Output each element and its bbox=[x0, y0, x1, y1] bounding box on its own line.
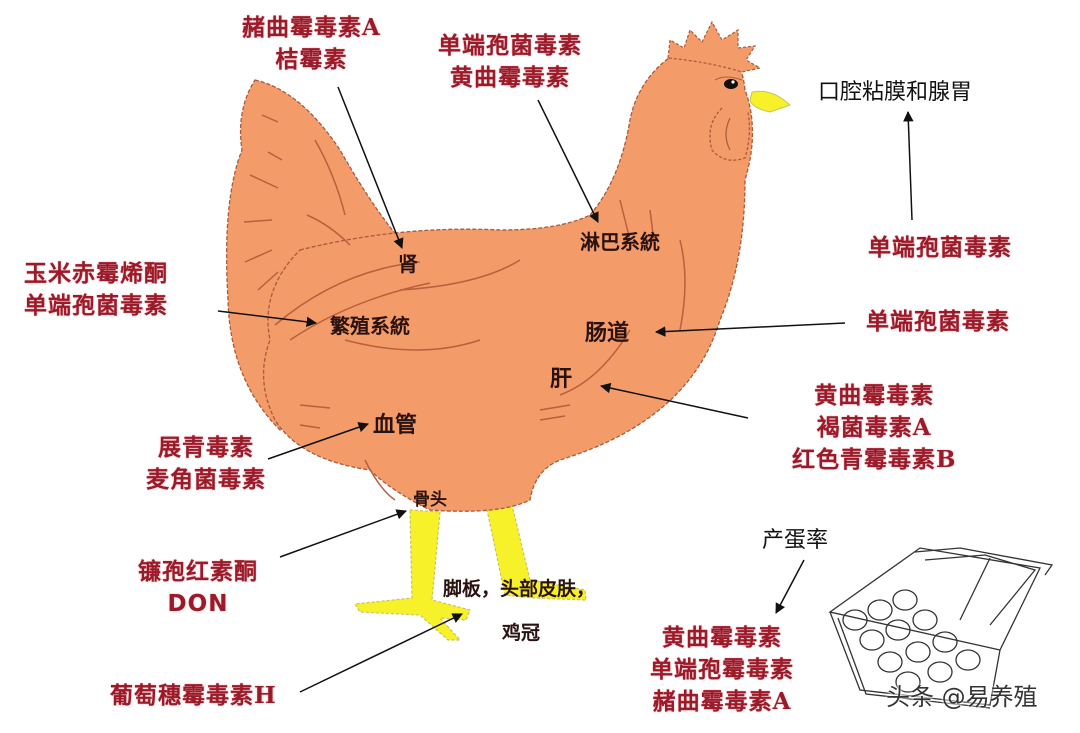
toxins-intestine: 单端孢菌毒素 bbox=[866, 308, 1010, 335]
wattle bbox=[709, 107, 751, 161]
toxins-reproductive: 玉米赤霉烯酮单端孢菌毒素 bbox=[24, 260, 168, 319]
comb bbox=[667, 20, 762, 73]
organ-mouth: 口腔粘膜和腺胃 bbox=[818, 80, 973, 105]
feather-lines bbox=[243, 114, 686, 501]
toxins-lymph: 单端孢菌毒素黄曲霉毒素 bbox=[438, 32, 582, 91]
organ-intestine: 肠道 bbox=[585, 320, 630, 346]
organ-egg-rate: 产蛋率 bbox=[762, 528, 829, 553]
watermark: 头条 @易养殖 bbox=[886, 683, 1038, 711]
organ-feet-skin: 脚板，头部皮肤， bbox=[443, 578, 596, 600]
arrows bbox=[217, 86, 914, 693]
toxins-egg-rate: 黄曲霉毒素单端孢霉毒素赭曲霉毒素A bbox=[650, 624, 794, 715]
organ-bone: 骨头 bbox=[413, 490, 447, 510]
body bbox=[262, 43, 754, 512]
organ-lymph: 淋巴系統 bbox=[580, 230, 660, 254]
organ-blood-vessel: 血管 bbox=[373, 412, 418, 438]
toxins-blood-vessel: 展青毒素麦角菌毒素 bbox=[146, 434, 266, 493]
organ-comb: 鸡冠 bbox=[502, 622, 541, 644]
beak bbox=[749, 90, 791, 113]
toxins-feet: 葡萄穗霉毒素H bbox=[110, 682, 277, 709]
organ-kidney: 肾 bbox=[398, 252, 418, 276]
toxins-mouth: 单端孢菌毒素 bbox=[868, 234, 1012, 261]
egg-carton-icon bbox=[828, 547, 1054, 709]
legs bbox=[353, 504, 587, 641]
organ-reproductive: 繁殖系統 bbox=[330, 314, 410, 338]
organ-liver: 肝 bbox=[550, 366, 573, 392]
eye bbox=[724, 79, 738, 89]
